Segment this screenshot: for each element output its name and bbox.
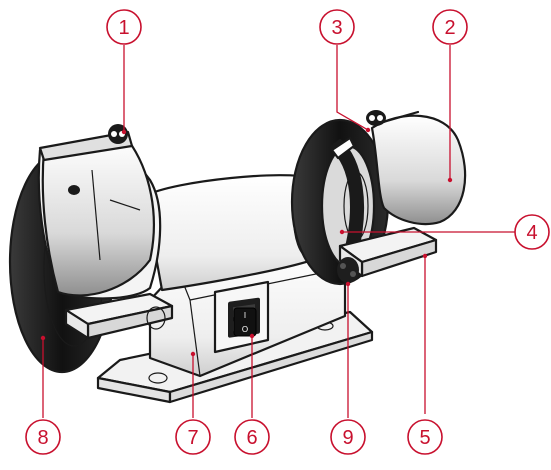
callout-4: 4	[514, 214, 550, 250]
callout-5: 5	[407, 419, 443, 455]
power-switch[interactable]: I O	[233, 307, 257, 337]
switch-off-symbol: O	[242, 325, 248, 334]
callout-2-label: 2	[444, 17, 455, 39]
callout-3-label: 3	[331, 17, 342, 39]
right-shield-knob[interactable]	[366, 110, 386, 126]
leader-dots	[40, 127, 453, 357]
callout-9-label: 9	[342, 427, 353, 449]
leader-lines	[42, 45, 519, 418]
callout-1-label: 1	[118, 17, 129, 39]
left-shield-knob[interactable]	[108, 124, 128, 144]
callout-6-label: 6	[246, 427, 257, 449]
switch-on-symbol: I	[244, 311, 246, 320]
callout-8-label: 8	[37, 427, 48, 449]
callout-7: 7	[175, 419, 211, 455]
callout-2: 2	[432, 9, 468, 45]
callout-8: 8	[25, 419, 61, 455]
callout-7-label: 7	[187, 427, 198, 449]
right-eye-shield	[366, 110, 467, 226]
callout-1: 1	[106, 9, 142, 45]
callout-5-label: 5	[419, 427, 430, 449]
callout-3: 3	[319, 9, 355, 45]
leader-3	[336, 45, 369, 131]
callout-4-label: 4	[526, 222, 537, 244]
tool-rest-adjust-knob[interactable]	[337, 257, 359, 283]
left-shield-clamp	[38, 130, 134, 195]
left-tool-rest	[64, 292, 174, 340]
callout-6: 6	[234, 419, 270, 455]
left-eye-shield	[41, 138, 155, 297]
callout-9: 9	[330, 419, 366, 455]
